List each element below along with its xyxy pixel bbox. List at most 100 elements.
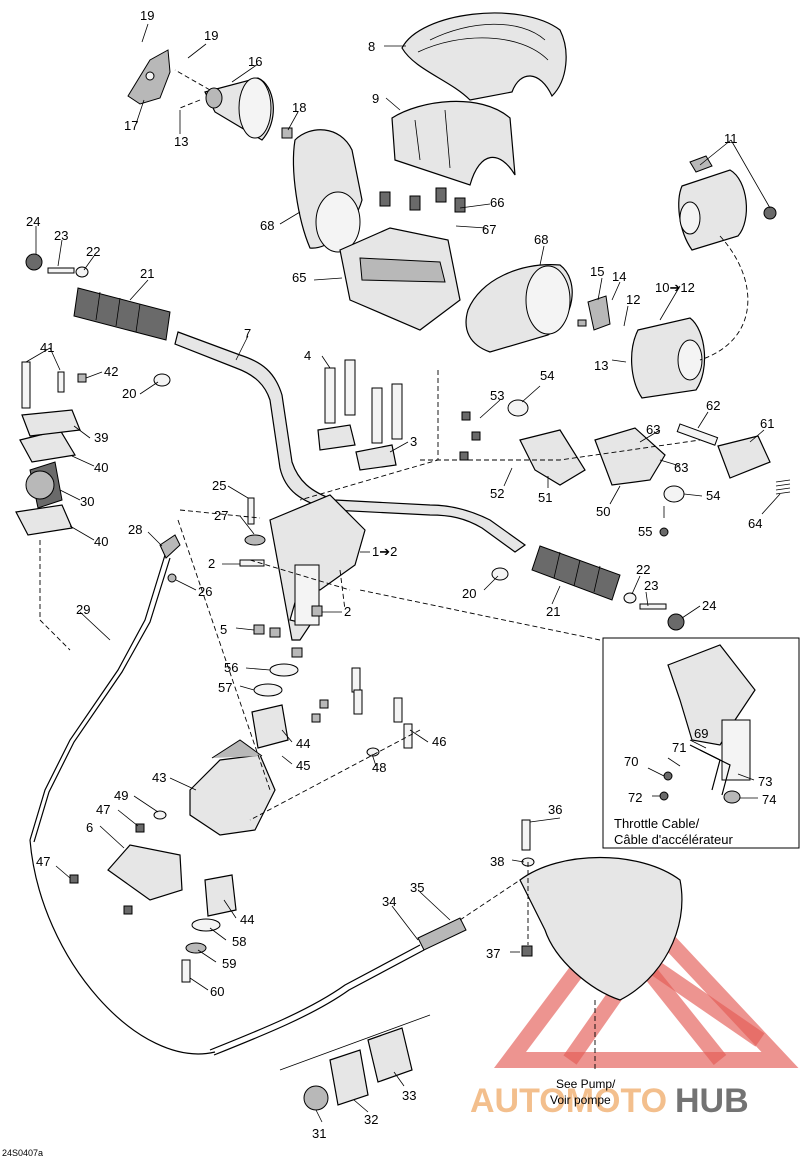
- see-pump-fr: Voir pompe: [550, 1093, 611, 1107]
- part-43-housing: [189, 739, 276, 836]
- watermark-text-a: AUTOMOTO: [470, 1082, 667, 1120]
- callout-70: 70: [624, 754, 638, 769]
- part-41-bolt-b: [57, 371, 65, 393]
- part-48-washer: [366, 747, 380, 757]
- callout-20-left: 20: [122, 386, 136, 401]
- callout-54-bottom: 54: [706, 488, 720, 503]
- part-64-spring: [775, 479, 791, 495]
- part-62-pin: [676, 423, 719, 446]
- callout-74: 74: [762, 792, 776, 807]
- callout-11: 11: [724, 131, 738, 146]
- part-34-cable: [209, 944, 421, 1051]
- callout-72: 72: [628, 790, 642, 805]
- callout-63-bottom: 63: [674, 460, 688, 475]
- part-55-drop: [659, 527, 669, 537]
- callout-8: 8: [368, 39, 375, 54]
- part-25-bolt: [247, 497, 255, 525]
- callout-61: 61: [760, 416, 774, 431]
- inset-label-en: Throttle Cable/: [614, 816, 700, 831]
- part-22-washer-left: [75, 266, 89, 278]
- part-46-bolts: [311, 667, 413, 749]
- callout-63-top: 63: [646, 422, 660, 437]
- callout-28: 28: [128, 522, 142, 537]
- callout-64: 64: [748, 516, 762, 531]
- part-60-bolt: [181, 959, 191, 983]
- part-33-fitting: [367, 1027, 413, 1083]
- leader-lines: [25, 23, 781, 1123]
- part-11-switch: [678, 155, 777, 251]
- callout-40-top: 40: [94, 460, 108, 475]
- part-20-plug-left: [153, 373, 171, 387]
- part-53-screws: [459, 411, 481, 461]
- part-22-washer-right: [623, 592, 637, 604]
- diagram-code: 24S0407a: [2, 1148, 43, 1158]
- callout-23-left: 23: [54, 228, 68, 243]
- part-7-handlebar: [174, 331, 527, 553]
- callout-30: 30: [80, 494, 94, 509]
- callout-41: 41: [40, 340, 54, 355]
- callout-71: 71: [672, 740, 686, 755]
- part-29-cable: [29, 554, 166, 841]
- callout-13-left: 13: [174, 134, 188, 149]
- part-26-nut: [167, 573, 177, 583]
- part-54-seal-a: [507, 399, 529, 417]
- part-32-sleeve: [329, 1049, 369, 1106]
- callout-60: 60: [210, 984, 224, 999]
- part-24-right-cap: [667, 613, 685, 631]
- part-14-clip: [587, 295, 611, 331]
- callout-55: 55: [638, 524, 652, 539]
- part-49-washer: [153, 810, 167, 820]
- part-50-housing: [594, 427, 666, 486]
- callout-42: 42: [104, 364, 118, 379]
- part-40-clamp-top: [19, 429, 76, 463]
- callout-47-b: 47: [36, 854, 50, 869]
- callout-51: 51: [538, 490, 552, 505]
- callout-24-left: 24: [26, 214, 40, 229]
- callout-47-a: 47: [96, 802, 110, 817]
- callout-16: 16: [248, 54, 262, 69]
- part-21-left-grip: [73, 287, 171, 341]
- part-5-nuts: [253, 624, 303, 658]
- part-6-bracket: [107, 844, 183, 901]
- callout-numbers: 8 9 11 10➔12 12 15 14 13 16 17 13 18 19 …: [26, 8, 776, 1141]
- part-57-washer: [253, 683, 283, 697]
- part-51-block: [519, 429, 586, 486]
- callout-9: 9: [372, 91, 379, 106]
- callout-66: 66: [490, 195, 504, 210]
- part-56-washer: [269, 663, 299, 677]
- callout-39: 39: [94, 430, 108, 445]
- part-31-ring: [303, 1085, 329, 1111]
- callout-12: 12: [626, 292, 640, 307]
- callout-73: 73: [758, 774, 772, 789]
- callout-46: 46: [432, 734, 446, 749]
- callout-69: 69: [694, 726, 708, 741]
- callout-2-a: 2: [208, 556, 215, 571]
- part-40-clamp-bottom: [15, 504, 73, 536]
- callout-21-left: 21: [140, 266, 154, 281]
- throttle-cable-inset: Throttle Cable/ Câble d'accélérateur: [602, 637, 800, 849]
- callout-54-top: 54: [540, 368, 554, 383]
- callout-35: 35: [410, 880, 424, 895]
- part-3-clamp-a: [317, 424, 356, 451]
- part-2-bolt-b: [311, 605, 323, 617]
- callout-36: 36: [548, 802, 562, 817]
- callout-48: 48: [372, 760, 386, 775]
- callout-3: 3: [410, 434, 417, 449]
- callout-19-a: 19: [140, 8, 154, 23]
- callout-19-b: 19: [204, 28, 218, 43]
- part-47-nut-b: [69, 874, 79, 884]
- callout-34: 34: [382, 894, 396, 909]
- callout-24-right: 24: [702, 598, 716, 613]
- callout-37: 37: [486, 946, 500, 961]
- part-3-clamp-b: [355, 444, 397, 471]
- callout-10-12: 10➔12: [655, 280, 695, 295]
- callout-65: 65: [292, 270, 306, 285]
- pump-plate: [519, 819, 683, 1001]
- callout-53: 53: [490, 388, 504, 403]
- callout-56: 56: [224, 660, 238, 675]
- part-9-cover: [391, 100, 516, 186]
- callout-21-right: 21: [546, 604, 560, 619]
- callout-23-right: 23: [644, 578, 658, 593]
- callout-27: 27: [214, 508, 228, 523]
- callout-59: 59: [222, 956, 236, 971]
